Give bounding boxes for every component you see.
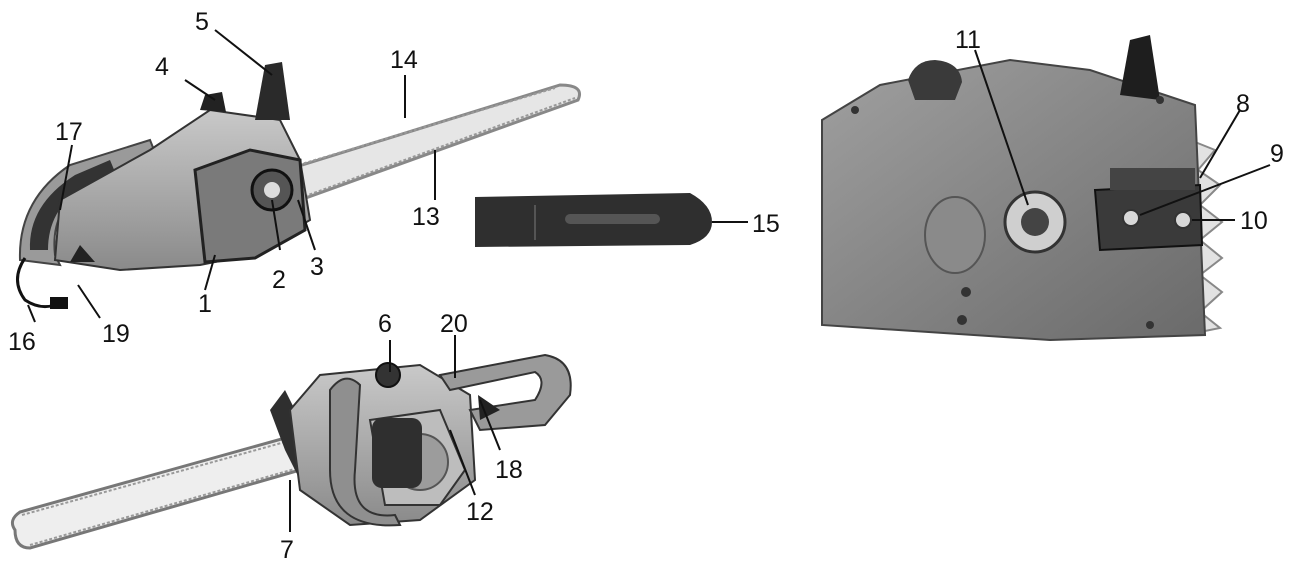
trigger-bottom (478, 395, 500, 420)
handle-grip-dark (29, 160, 116, 250)
power-cord (16, 257, 56, 309)
bar-slot (1110, 168, 1195, 190)
label-16: 16 (8, 328, 36, 356)
leader-lines (27, 29, 1271, 532)
part-labels: 1 2 3 4 5 6 7 8 9 10 11 12 13 14 15 16 1… (8, 8, 1284, 561)
label-2: 2 (272, 266, 286, 294)
label-12: 12 (466, 498, 494, 526)
rear-handle-bottom (438, 353, 572, 432)
label-20: 20 (440, 310, 468, 338)
label-18: 18 (495, 456, 523, 484)
hand-guard (255, 62, 290, 120)
detail-oil-cap (908, 60, 962, 100)
label-14: 14 (390, 46, 418, 74)
label-17: 17 (55, 118, 83, 146)
label-9: 9 (1270, 140, 1284, 168)
label-11: 11 (955, 26, 981, 54)
label-8: 8 (1236, 90, 1250, 118)
detail-handle (1120, 35, 1160, 100)
front-handle (329, 377, 402, 527)
label-5: 5 (195, 8, 209, 36)
label-3: 3 (310, 253, 324, 281)
stud-right (1174, 211, 1192, 229)
label-7: 7 (280, 536, 294, 561)
label-15: 15 (752, 210, 780, 238)
label-19: 19 (102, 320, 130, 348)
label-1: 1 (198, 290, 212, 318)
label-13: 13 (412, 203, 440, 231)
oil-cap (375, 362, 401, 388)
plug (50, 297, 68, 309)
detail-recess (924, 196, 986, 274)
chainsaw-side-view-left (10, 353, 572, 550)
guide-bar (266, 83, 581, 202)
stud-left (1122, 209, 1140, 227)
detail-view (821, 35, 1224, 342)
chainsaw-side-view-right (16, 62, 581, 309)
sprocket-cover (193, 148, 307, 264)
label-4: 4 (155, 53, 169, 81)
guide-bar-bottom (10, 436, 303, 550)
label-10: 10 (1240, 207, 1268, 235)
label-6: 6 (378, 310, 392, 338)
lock-lever (200, 92, 226, 112)
bar-cover (475, 193, 712, 247)
trigger (70, 245, 95, 262)
